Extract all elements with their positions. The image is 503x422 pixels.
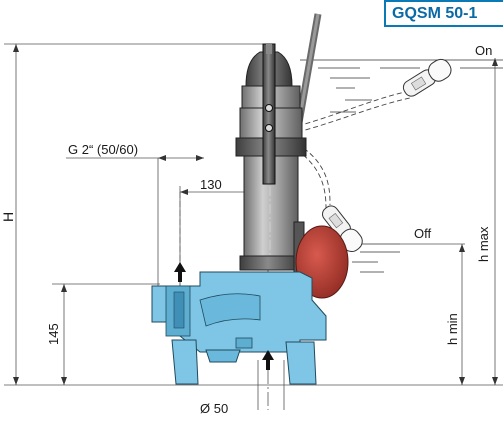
label-outlet: G 2“ (50/60) (68, 142, 138, 157)
pump-handle (262, 43, 276, 185)
label-H: H (0, 212, 16, 222)
float-cables (289, 91, 411, 211)
dimension-lines (4, 43, 503, 410)
flow-arrow-up-icon (174, 262, 274, 370)
float-switch-icon (402, 58, 452, 97)
label-height-145: 145 (46, 323, 61, 345)
pump-casing (151, 271, 327, 385)
label-on: On (475, 43, 492, 58)
label-h-max: h max (476, 226, 491, 262)
model-tag: GQSM 50-1 (384, 0, 503, 27)
label-diameter: Ø 50 (200, 401, 228, 416)
label-h-min: h min (445, 313, 460, 345)
label-off: Off (414, 226, 431, 241)
label-dim-130: 130 (200, 177, 222, 192)
liquid-level-wave-icon (300, 59, 503, 113)
pump-motor (235, 51, 307, 271)
